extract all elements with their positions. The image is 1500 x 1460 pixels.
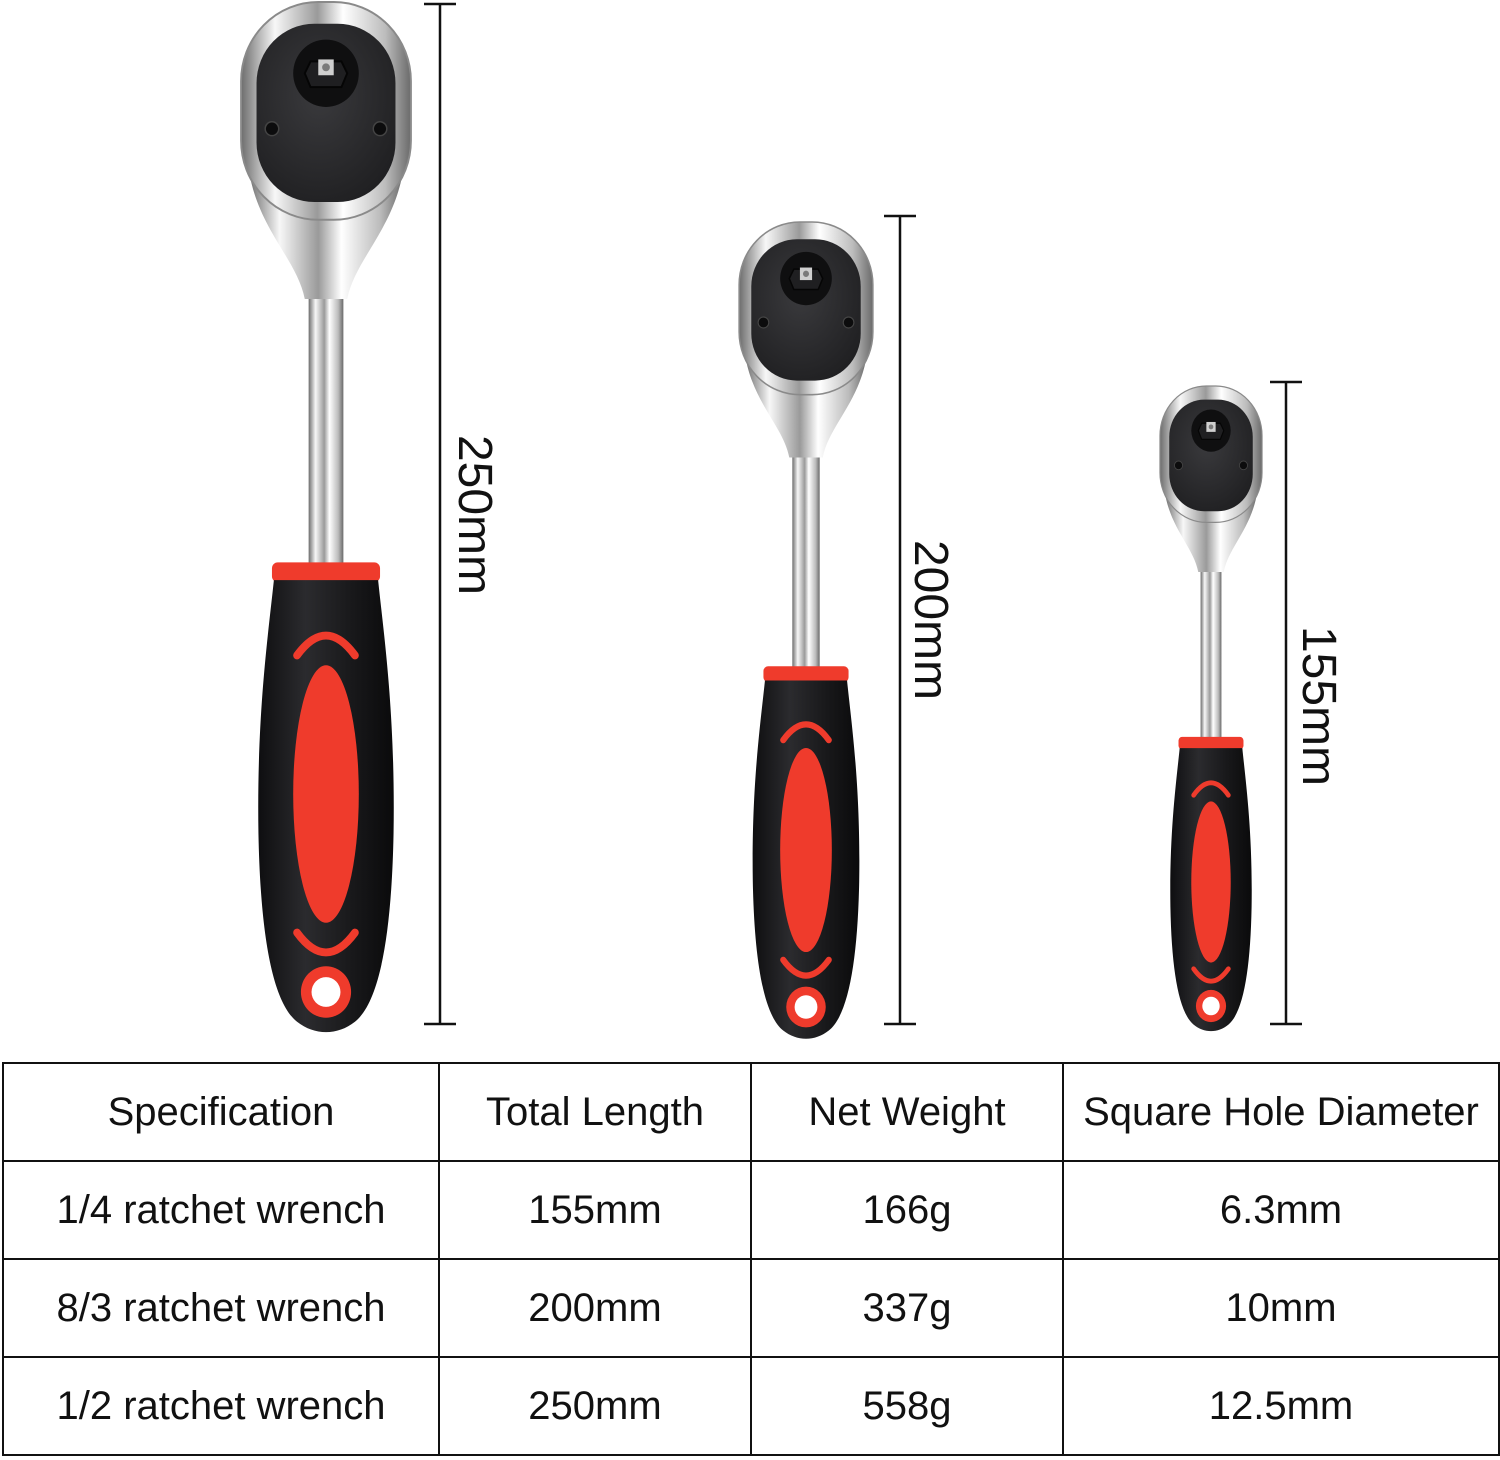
table-row: 1/4 ratchet wrench 155mm 166g 6.3mm xyxy=(2,1160,1500,1260)
cell-net-weight: 337g xyxy=(750,1258,1064,1358)
ratchet-wrench-large xyxy=(241,2,411,1032)
cell-total-length: 200mm xyxy=(438,1258,752,1358)
dimension-label-200: 200mm xyxy=(904,539,957,701)
cell-square-hole-diameter: 6.3mm xyxy=(1062,1160,1500,1260)
cell-specification: 1/4 ratchet wrench xyxy=(2,1160,440,1260)
cell-total-length: 155mm xyxy=(438,1160,752,1260)
cell-specification: 1/2 ratchet wrench xyxy=(2,1356,440,1456)
cell-specification: 8/3 ratchet wrench xyxy=(2,1258,440,1358)
table-header-row: Specification Total Length Net Weight Sq… xyxy=(2,1062,1500,1162)
cell-square-hole-diameter: 12.5mm xyxy=(1062,1356,1500,1456)
table-row: 1/2 ratchet wrench 250mm 558g 12.5mm xyxy=(2,1356,1500,1456)
cell-total-length: 250mm xyxy=(438,1356,752,1456)
ratchet-wrench-small xyxy=(1160,386,1262,1031)
header-net-weight: Net Weight xyxy=(750,1062,1064,1162)
ratchet-wrench-medium xyxy=(739,222,873,1039)
wrench-illustration xyxy=(0,0,1302,1050)
header-specification: Specification xyxy=(2,1062,440,1162)
header-square-hole-diameter: Square Hole Diameter xyxy=(1062,1062,1500,1162)
cell-net-weight: 558g xyxy=(750,1356,1064,1456)
cell-square-hole-diameter: 10mm xyxy=(1062,1258,1500,1358)
cell-net-weight: 166g xyxy=(750,1160,1064,1260)
specification-table: Specification Total Length Net Weight Sq… xyxy=(2,1062,1500,1456)
dimension-label-155: 155mm xyxy=(1292,625,1345,787)
dimension-line-200 xyxy=(884,214,916,1026)
dimension-line-155 xyxy=(1270,380,1302,1026)
table-row: 8/3 ratchet wrench 200mm 337g 10mm xyxy=(2,1258,1500,1358)
dimension-label-250: 250mm xyxy=(448,434,501,596)
dimension-line-250 xyxy=(424,2,456,1026)
header-total-length: Total Length xyxy=(438,1062,752,1162)
